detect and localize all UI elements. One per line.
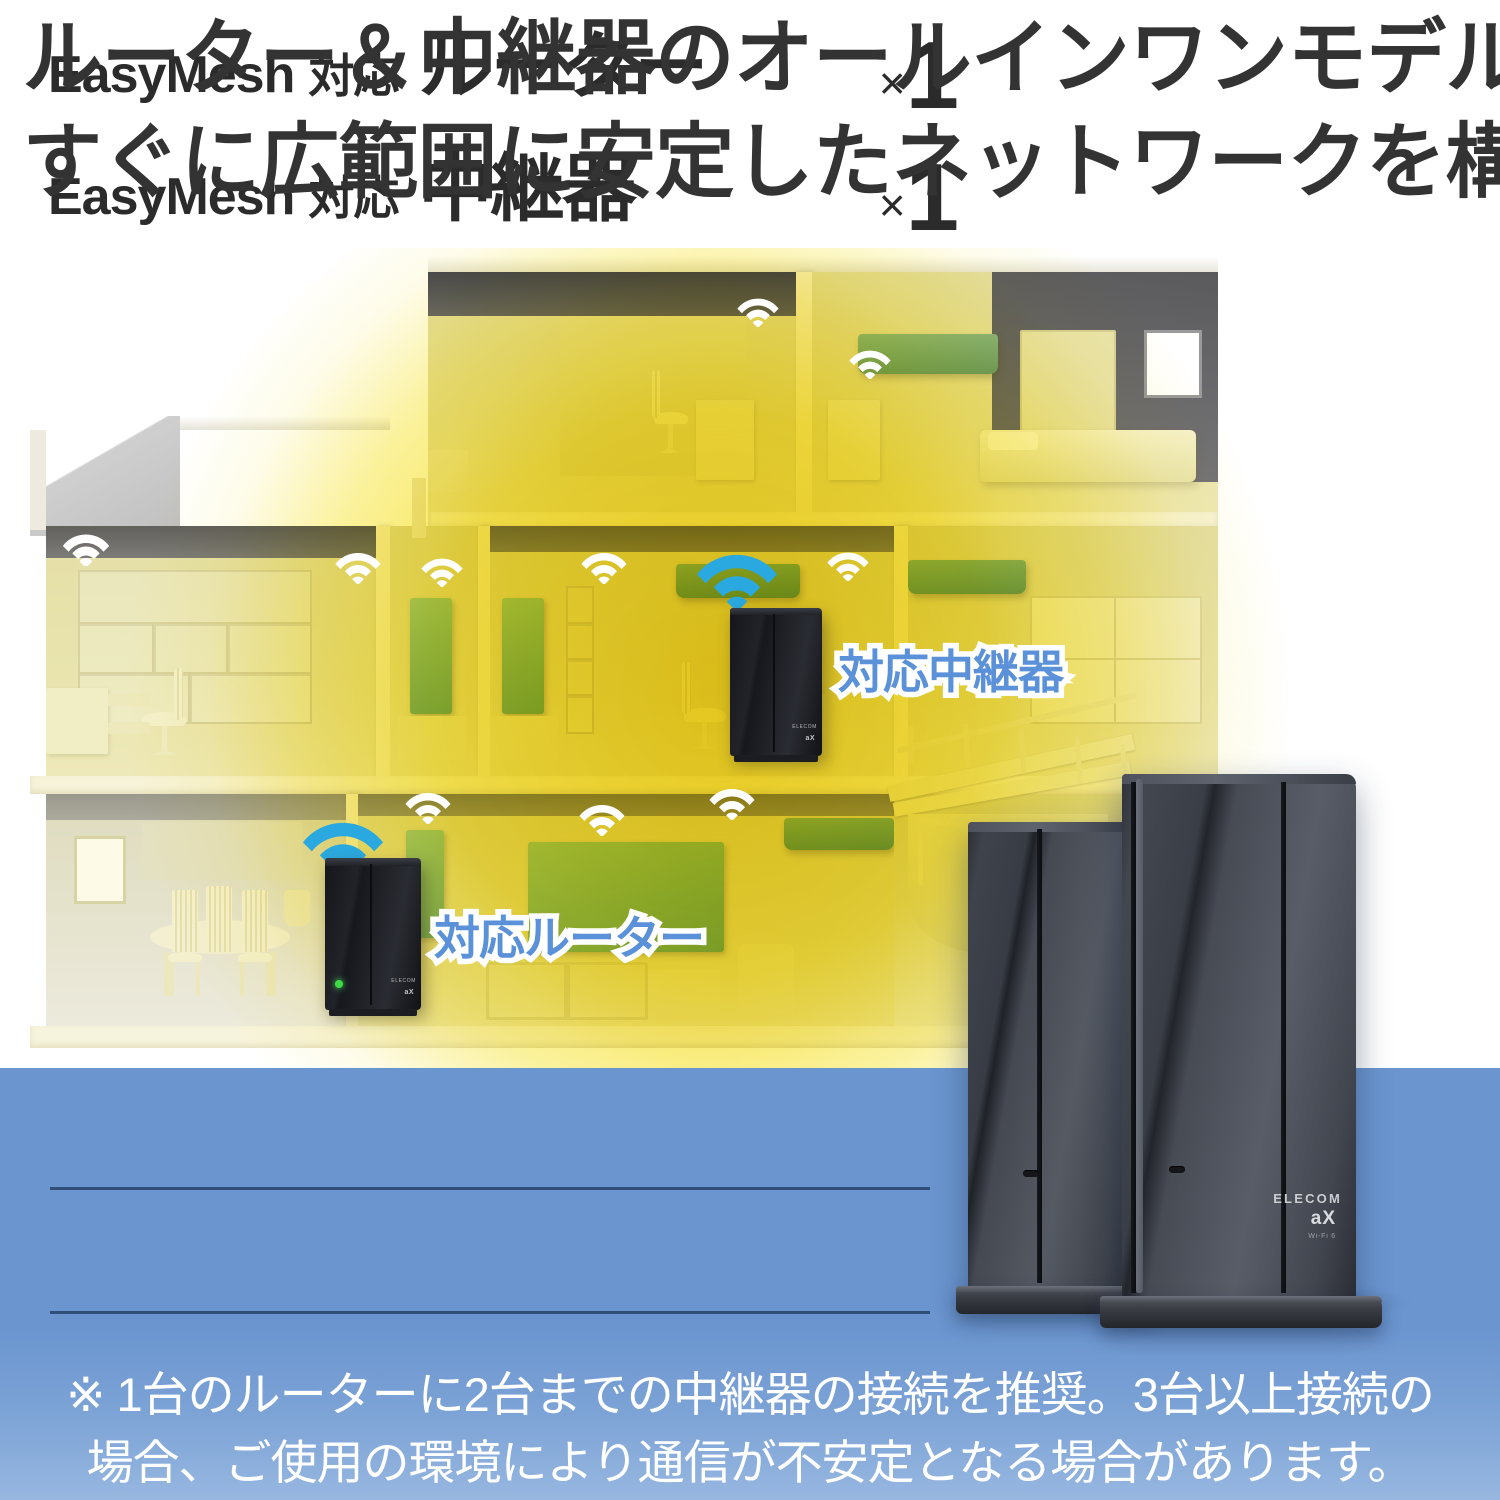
headline-line-1: ルーター＆中継器のオールインワンモデル <box>22 13 1500 104</box>
wifi-icon-device-6 <box>580 548 628 584</box>
wifi-icon-device-9 <box>578 800 626 836</box>
spec-divider-2 <box>50 1311 930 1314</box>
spec-panel-content: EasyMesh 対応 ルーター × 1 EasyMesh 対応 中継器 × 1 <box>48 0 978 262</box>
product-photo: ELECOM aX Wi-Fi 6 <box>940 760 1500 1336</box>
callout-router: 対応ルーター <box>429 907 711 970</box>
spec-brand-router: EasyMesh <box>48 46 295 104</box>
model-sublabel: Wi-Fi 6 <box>1308 1233 1336 1240</box>
wifi-icon-device-4 <box>848 346 892 379</box>
spec-row-repeater: EasyMesh 対応 中継器 × 1 <box>48 134 978 246</box>
wifi-icon-device-10 <box>708 784 756 820</box>
headline-block: ルーター＆中継器のオールインワンモデル すぐに広範囲に安定したネットワークを構築 <box>0 0 1500 245</box>
status-led <box>335 980 343 988</box>
spec-count-repeater: × 1 <box>878 144 959 252</box>
wifi-icon-device-3 <box>736 294 780 327</box>
tv-stand <box>486 962 570 1020</box>
spec-kind-router: ルーター <box>418 25 708 108</box>
wifi-icon-device-7 <box>826 548 870 581</box>
window <box>1144 330 1202 398</box>
footnote-block: ※ 1台のルーターに2台までの中継器の接続を推奨。3台以上接続の 場合、ご使用の… <box>0 1330 1500 1500</box>
product-unit-front: ELECOM aX Wi-Fi 6 <box>1100 774 1382 1328</box>
room-2f-bedroom <box>812 272 1218 512</box>
indicator-vent <box>1168 1166 1185 1174</box>
television <box>502 598 544 714</box>
wifi-icon-device-1 <box>62 530 110 566</box>
product-unit-back <box>956 822 1152 1314</box>
wifi-icon-device-8 <box>404 788 452 824</box>
pitcher <box>284 890 310 926</box>
router-device-illustration: ELECOM aX <box>325 858 421 1016</box>
repeater-device-illustration: ELECOM aX <box>730 608 822 762</box>
headline-line-2: すぐに広範囲に安定したネットワークを構築 <box>22 117 1500 208</box>
exterior-wall-left <box>30 430 46 530</box>
ottoman <box>648 970 720 1014</box>
spec-support-repeater: 対応 <box>308 172 399 224</box>
brand-logo: ELECOM <box>1273 1191 1342 1206</box>
spec-number-router: 1 <box>905 22 959 130</box>
spec-multiplier-router: × <box>878 57 906 109</box>
spec-number-repeater: 1 <box>905 144 959 252</box>
footnote-line-2: 場合、ご使用の環境により通信が不安定となる場合があります。 <box>86 1436 1415 1489</box>
spec-divider-1 <box>50 1187 930 1190</box>
armchair <box>738 944 794 1014</box>
spec-multiplier-repeater: × <box>878 179 906 231</box>
wifi-icon-repeater-active <box>694 546 780 610</box>
spec-row-router: EasyMesh 対応 ルーター × 1 <box>48 12 978 124</box>
spec-brand-repeater: EasyMesh <box>48 168 295 226</box>
floor-top <box>428 272 1218 530</box>
wall-cabinet <box>142 822 302 880</box>
spec-count-router: × 1 <box>878 22 959 130</box>
television <box>410 598 452 714</box>
cabinet <box>696 400 754 480</box>
callout-repeater: 対応中継器 <box>833 641 1070 704</box>
air-conditioner <box>908 560 1026 594</box>
roof-left-gable <box>30 416 180 536</box>
model-logo: aX <box>1310 1208 1336 1229</box>
spec-kind-repeater: 中継器 <box>418 147 636 230</box>
window <box>74 836 126 904</box>
wifi-icon-device-5 <box>420 554 464 587</box>
spec-support-router: 対応 <box>308 50 399 102</box>
wifi-icon-device-2 <box>334 548 382 584</box>
partition-wall <box>796 272 812 514</box>
footnote-line-1: ※ 1台のルーターに2台までの中継器の接続を推奨。3台以上接続の <box>66 1368 1435 1421</box>
